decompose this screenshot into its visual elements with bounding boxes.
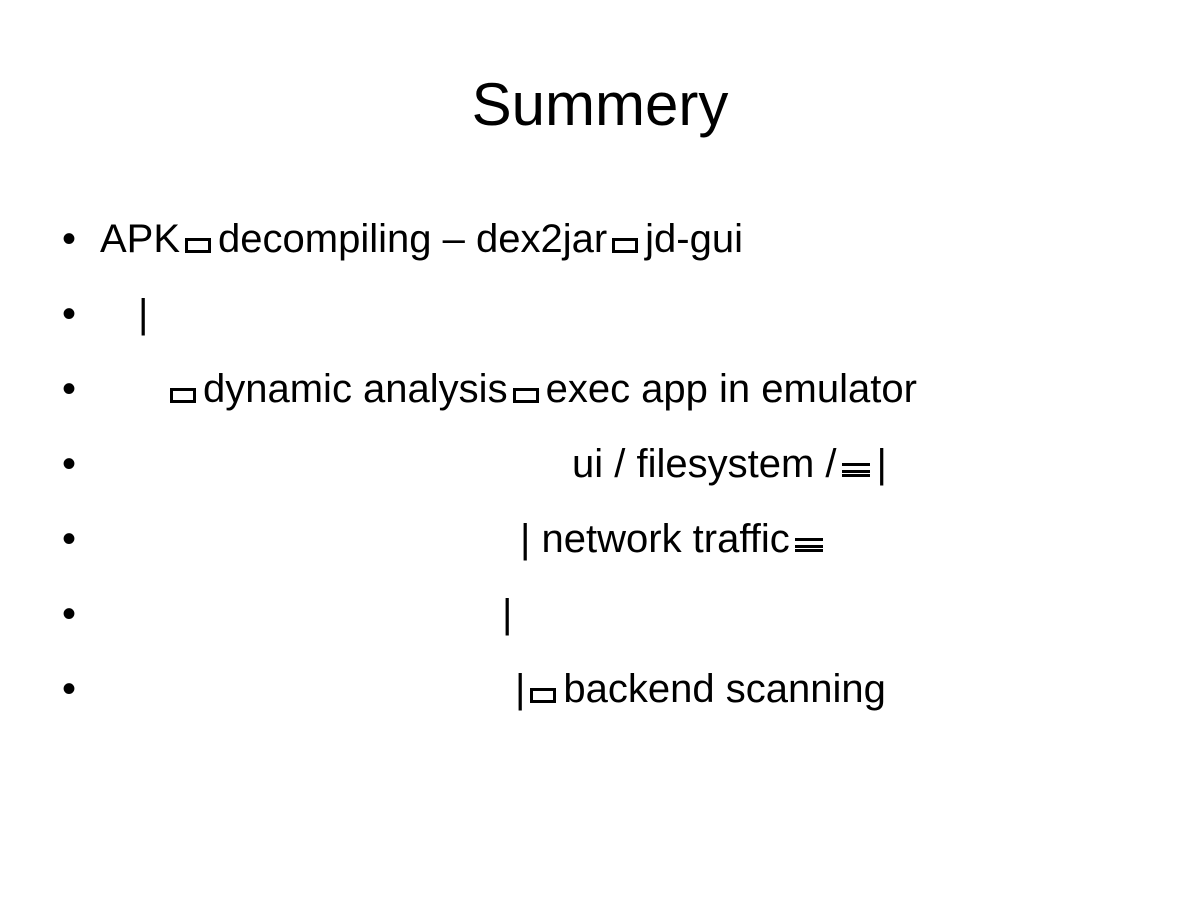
bullet-row: • | backend scanning xyxy=(0,658,1200,733)
bullet-marker-icon: • xyxy=(62,292,77,336)
bullet-text-pipe-connector-2: | xyxy=(502,583,512,645)
bullet-marker-icon: • xyxy=(62,667,77,711)
bullet-text-dynamic-analysis: dynamic analysis exec app in emulator xyxy=(165,358,917,420)
bullet-text-segment: | network traffic xyxy=(520,517,790,561)
bullet-row: • ui / filesystem / | xyxy=(0,433,1200,508)
bullet-marker-icon: • xyxy=(62,592,77,636)
missing-glyph-box-icon xyxy=(185,238,212,253)
bullet-text-pipe-connector-1: | xyxy=(138,283,148,345)
bullet-row: • APK decompiling – dex2jar jd-gui xyxy=(0,208,1200,283)
missing-glyph-box-icon xyxy=(530,688,557,703)
bullet-text-segment: APK xyxy=(100,217,181,261)
bullet-row: •| xyxy=(0,283,1200,358)
bullet-text-segment: | xyxy=(502,592,513,636)
bullet-marker-icon: • xyxy=(62,217,77,261)
bullet-row: • | network traffic xyxy=(0,508,1200,583)
bullet-text-backend-scanning: | backend scanning xyxy=(515,658,886,720)
missing-glyph-box-icon xyxy=(512,388,539,403)
bullet-text-segment: backend scanning xyxy=(563,667,886,711)
missing-glyph-box-icon xyxy=(841,463,870,477)
bullet-marker-icon: • xyxy=(62,517,77,561)
bullet-text-segment: | xyxy=(138,292,149,336)
bullet-marker-icon: • xyxy=(62,442,77,486)
bullet-text-segment: jd-gui xyxy=(645,217,744,261)
bullet-text-segment: | xyxy=(515,667,526,711)
bullet-text-apk-decompiling: APK decompiling – dex2jar jd-gui xyxy=(100,208,743,270)
missing-glyph-box-icon xyxy=(612,238,639,253)
bullet-row: •| xyxy=(0,583,1200,658)
bullet-text-segment: | xyxy=(876,442,887,486)
bullet-text-segment: exec app in emulator xyxy=(545,367,917,411)
bullet-text-ui-filesystem: ui / filesystem / | xyxy=(572,433,887,495)
page-title: Summery xyxy=(471,71,729,138)
missing-glyph-box-icon xyxy=(794,538,823,552)
bullet-marker-icon: • xyxy=(62,367,77,411)
bullet-text-network-traffic: | network traffic xyxy=(520,508,830,570)
missing-glyph-box-icon xyxy=(170,388,196,403)
bullet-text-segment: dynamic analysis xyxy=(203,367,508,411)
bullet-row: • dynamic analysis exec app in emulator xyxy=(0,358,1200,433)
bullet-text-segment: ui / filesystem / xyxy=(572,442,837,486)
bullet-text-segment: decompiling – dex2jar xyxy=(218,217,608,261)
